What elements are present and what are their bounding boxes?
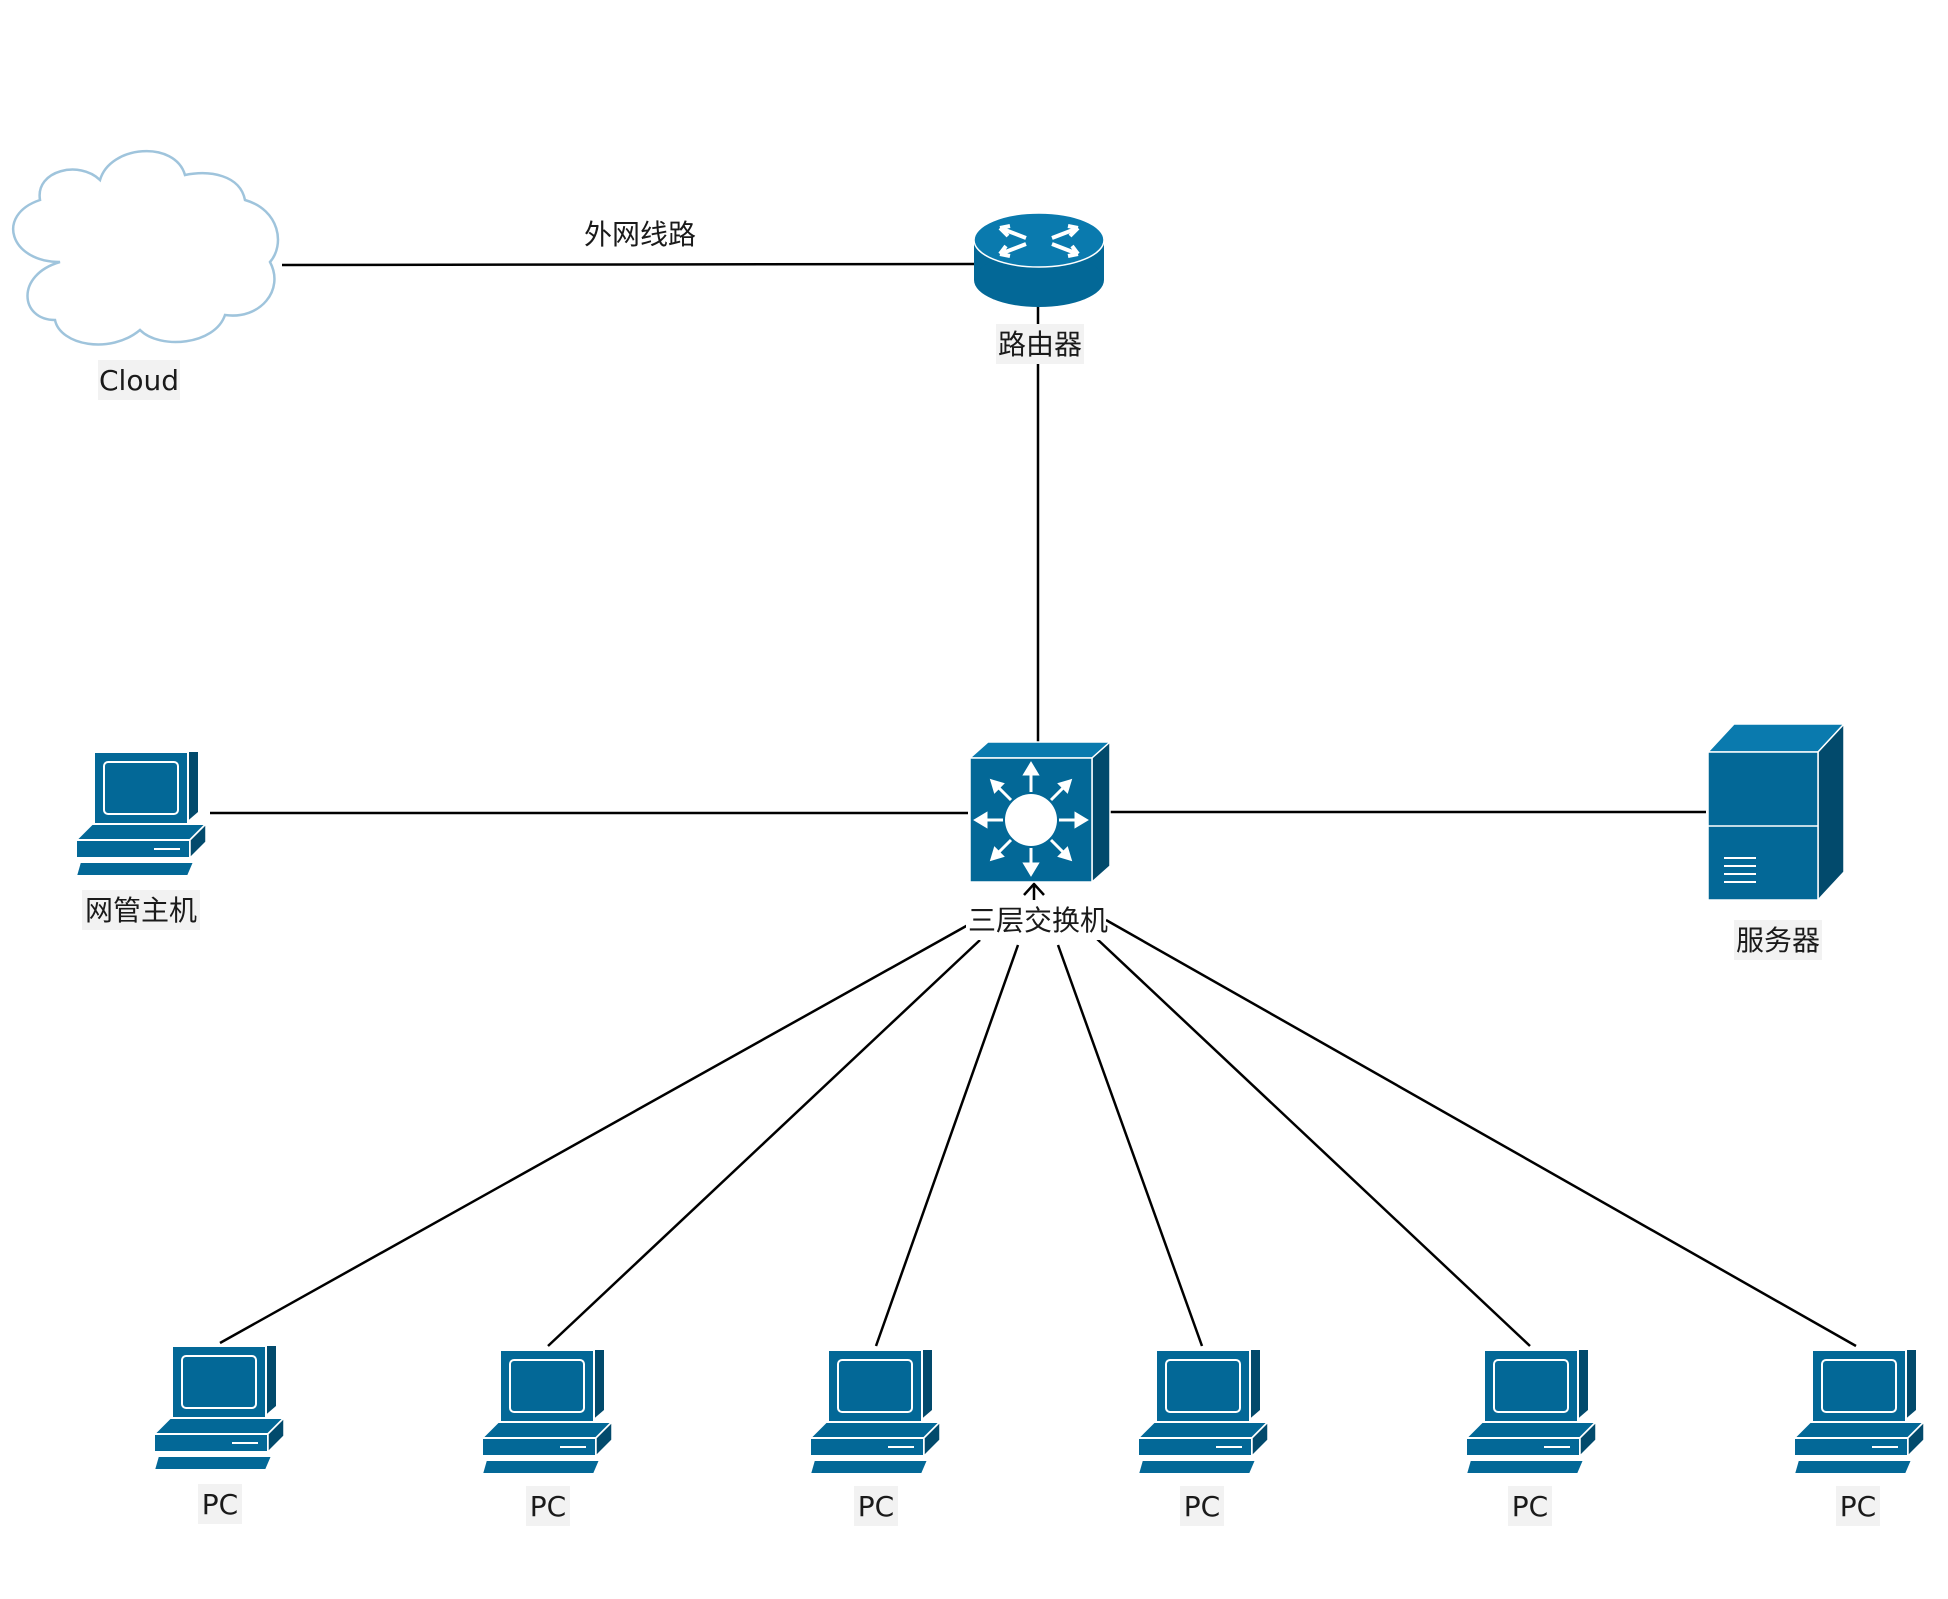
workstation-icon	[809, 1349, 941, 1475]
cloud-icon	[12, 150, 280, 346]
pc-label-bg	[526, 1486, 570, 1526]
edge-switch-pc-4	[1056, 944, 1204, 1347]
mgmt-host-label: 网管主机	[85, 894, 197, 927]
edge-switch-pc-3	[874, 944, 1020, 1347]
pc-label-1: PC	[202, 1488, 238, 1521]
mgmt-host-label-bg	[82, 890, 200, 930]
server-tower-icon	[1706, 722, 1846, 902]
router-label: 路由器	[998, 328, 1082, 361]
cloud-label-bg	[98, 360, 180, 400]
pc-node-5[interactable]: PC	[1465, 1349, 1597, 1526]
pc-node-4[interactable]: PC	[1137, 1349, 1269, 1526]
pc-node-6[interactable]: PC	[1793, 1349, 1925, 1526]
workstation-icon	[1465, 1349, 1597, 1475]
l3-switch-node[interactable]: 三层交换机	[966, 740, 1112, 940]
layer3-switch-icon	[968, 740, 1112, 884]
switch-label: 三层交换机	[968, 904, 1108, 937]
router-icon	[973, 212, 1105, 307]
edges	[210, 262, 1857, 1348]
pc-node-2[interactable]: PC	[481, 1349, 613, 1526]
workstation-icon	[75, 751, 207, 877]
edge-label-cloud-router: 外网线路	[584, 218, 696, 251]
pc-label-3: PC	[858, 1490, 894, 1523]
workstation-icon	[153, 1345, 285, 1471]
server-node[interactable]: 服务器	[1706, 722, 1846, 960]
mgmt-host-node[interactable]: 网管主机	[75, 751, 207, 930]
cloud-label: Cloud	[99, 364, 179, 397]
pc-label-bg	[1508, 1486, 1552, 1526]
server-label: 服务器	[1736, 924, 1820, 957]
pc-node-1[interactable]: PC	[153, 1345, 285, 1524]
edge-switch-pc-5	[1095, 937, 1531, 1347]
cloud-node[interactable]: Cloud	[12, 150, 280, 400]
workstation-icon	[1793, 1349, 1925, 1475]
server-label-bg	[1734, 920, 1822, 960]
workstation-icon	[1137, 1349, 1269, 1475]
edge-cloud-router	[281, 262, 975, 267]
edge-switch-pc-2	[547, 939, 981, 1347]
pc-label-bg	[1180, 1486, 1224, 1526]
edge-switch-pc-1	[219, 923, 969, 1345]
edge-switch-pc-6	[1105, 918, 1857, 1348]
workstation-icon	[481, 1349, 613, 1475]
pc-label-5: PC	[1512, 1490, 1548, 1523]
router-label-bg	[996, 324, 1084, 364]
arrowhead-switch-bottom	[1023, 882, 1045, 900]
router-node[interactable]: 路由器	[973, 212, 1105, 364]
pc-label-bg	[198, 1484, 242, 1524]
switch-label-bg	[966, 902, 1106, 940]
pc-node-3[interactable]: PC	[809, 1349, 941, 1526]
pc-label-bg	[1836, 1486, 1880, 1526]
pc-label-2: PC	[530, 1490, 566, 1523]
pc-label-6: PC	[1840, 1490, 1876, 1523]
pc-label-bg	[854, 1486, 898, 1526]
pc-label-4: PC	[1184, 1490, 1220, 1523]
